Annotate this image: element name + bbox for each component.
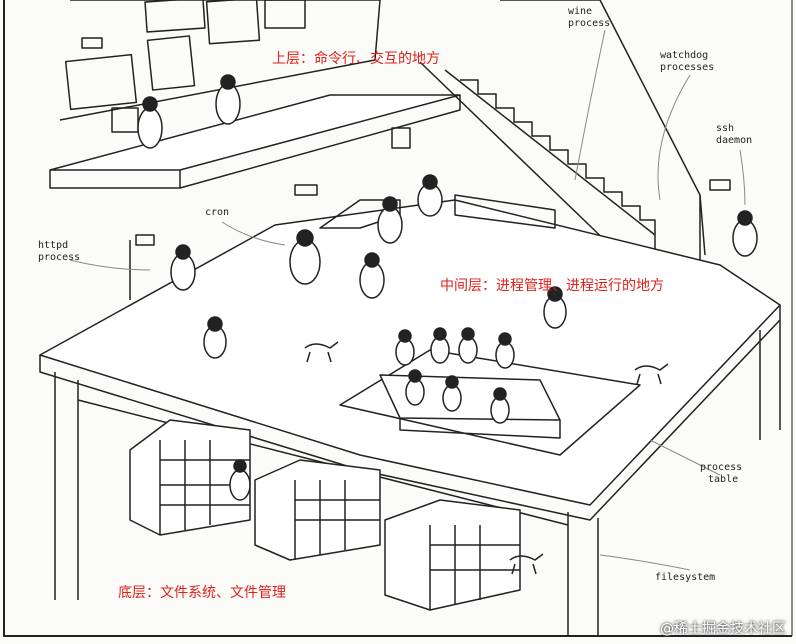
watchdog-figures [304,341,669,575]
cron-label: cron [205,207,229,218]
httpd-label: httpd [38,240,68,251]
filesystem-label: filesystem [655,572,715,583]
annotation-leaders [69,29,746,571]
bottom-layer-label: 底层：文件系统、文件管理 [118,585,286,601]
penguin-figures [137,74,758,501]
top-wall-notes [59,0,381,133]
ssh-label: ssh [716,123,734,134]
top-layer-label: 上层：命令行、交互的地方 [272,51,440,67]
wall-signs [135,127,731,246]
httpd-label-2: process [38,252,80,263]
watermark: @稀土掘金技术社区 [660,621,786,637]
process-table-label-2: table [708,474,738,485]
filing-cabinets [129,419,521,611]
annotation-texts: wine process watchdog processes ssh daem… [38,6,752,583]
wine-label-2: process [568,18,610,29]
middle-layer-label: 中间层：进程管理、进程运行的地方 [440,278,664,294]
watchdog-label: watchdog [660,50,708,61]
ssh-label-2: daemon [716,135,752,146]
process-table-label: process [700,462,742,473]
wine-label: wine [568,6,592,17]
watchdog-label-2: processes [660,62,714,73]
